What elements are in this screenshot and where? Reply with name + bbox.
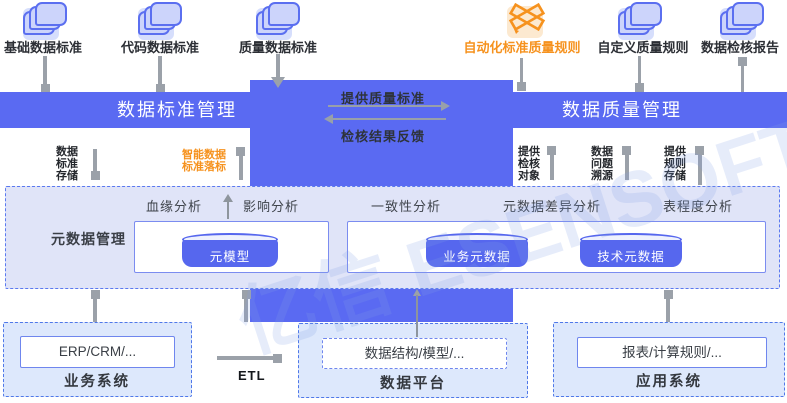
metadata-mgmt-title: 元数据管理 (51, 231, 126, 247)
connector-line (549, 153, 554, 180)
connector-line (93, 297, 97, 322)
stacked-cards-icon (254, 2, 302, 40)
data-structure-label: 数据结构/模型/... (322, 338, 507, 369)
etl-arrow-line (217, 356, 275, 360)
impact-analysis-label: 影响分析 (243, 199, 300, 214)
metadata-diff-analysis-label: 元数据差异分析 (503, 199, 602, 214)
stacked-cards-icon (21, 2, 69, 40)
stacked-cards-icon (616, 2, 664, 40)
connector-line (666, 297, 670, 322)
connector-arrow-up (737, 57, 747, 66)
auto-standard-quality-rule-label: 自动化标准质量规则 (463, 40, 581, 55)
business-metadata-cylinder: 业务元数据 (426, 233, 528, 267)
connector-line (520, 58, 523, 84)
meta-model-label: 元模型 (209, 250, 251, 264)
meta-model-cylinder: 元模型 (182, 233, 278, 267)
up-arrow-line (227, 201, 229, 219)
data-quality-mgmt-title: 数据质量管理 (562, 100, 682, 120)
connector-line (697, 153, 702, 185)
connector-arrow-up (413, 289, 421, 296)
etl-arrow-head (273, 353, 282, 363)
connector-arrow-down (271, 77, 285, 88)
technical-metadata-label: 技术元数据 (597, 250, 665, 264)
connector-line (244, 297, 248, 322)
table-degree-analysis-label: 表程度分析 (663, 199, 734, 214)
connector-line (416, 295, 418, 337)
check-result-feedback-label: 检核结果反馈 (340, 129, 425, 144)
provide-check-object-note: 提供 检核 对象 (518, 146, 540, 182)
connector-line (740, 64, 744, 92)
connector-arrow-down (635, 83, 644, 92)
connector-arrow-down (40, 84, 50, 93)
report-rule-label: 报表/计算规则/... (577, 337, 767, 368)
connector-line (638, 56, 641, 84)
data-standard-mgmt-band (0, 92, 250, 128)
connector-line (276, 54, 280, 78)
code-data-standard-label: 代码数据标准 (120, 40, 199, 55)
connector-arrow-up (241, 290, 251, 299)
smart-standard-landing-note: 智能数据 标准落标 (182, 149, 226, 173)
right-arrow-line (328, 105, 442, 107)
connector-arrow-up (547, 146, 556, 155)
etl-label: ETL (238, 368, 266, 383)
connector-line (624, 153, 629, 180)
business-system-label: 业务系统 (64, 374, 130, 390)
connector-arrow-up (695, 146, 704, 155)
metadata-mgmt-panel: 元数据管理 血缘分析 影响分析 一致性分析 元数据差异分析 表程度分析 元模型 … (5, 186, 780, 289)
data-standard-store-note: 数据 标准 存储 (56, 146, 78, 182)
consistency-analysis-label: 一致性分析 (371, 199, 442, 214)
data-quality-mgmt-band (513, 92, 787, 128)
connector-line (238, 154, 243, 180)
left-arrow-head (324, 114, 333, 124)
connector-arrow-up (663, 290, 673, 299)
custom-quality-rule-label: 自定义质量规则 (597, 40, 689, 55)
stacked-cards-icon (136, 2, 184, 40)
erp-crm-label: ERP/CRM/... (20, 336, 175, 368)
stacked-cards-icon (718, 2, 766, 40)
connector-arrow-down (155, 84, 165, 93)
connector-arrow-down (517, 82, 526, 91)
pencil-ruler-icon (505, 0, 553, 38)
connector-arrow-up (236, 147, 245, 156)
lineage-analysis-label: 血缘分析 (146, 199, 203, 214)
provide-rule-store-note: 提供 规则 存储 (664, 146, 686, 182)
connector-arrow-down (90, 171, 100, 180)
metadata-box (347, 221, 766, 273)
up-arrow-head (223, 194, 233, 202)
quality-data-standard-label: 质量数据标准 (238, 40, 317, 55)
base-data-standard-label: 基础数据标准 (3, 40, 82, 55)
connector-line (43, 56, 47, 88)
connector-arrow-up (90, 290, 100, 299)
connector-arrow-up (622, 146, 631, 155)
application-system-label: 应用系统 (636, 374, 702, 390)
business-metadata-label: 业务元数据 (443, 250, 511, 264)
left-arrow-line (332, 118, 446, 120)
connector-line (158, 56, 162, 88)
provide-quality-standard-label: 提供质量标准 (340, 91, 425, 106)
technical-metadata-cylinder: 技术元数据 (580, 233, 682, 267)
connector-line (93, 149, 97, 173)
data-platform-label: 数据平台 (380, 376, 446, 392)
data-check-report-label: 数据检核报告 (700, 40, 779, 55)
data-standard-mgmt-title: 数据标准管理 (117, 100, 237, 120)
data-issue-trace-note: 数据 问题 溯源 (591, 146, 613, 182)
right-arrow-head (441, 101, 450, 111)
